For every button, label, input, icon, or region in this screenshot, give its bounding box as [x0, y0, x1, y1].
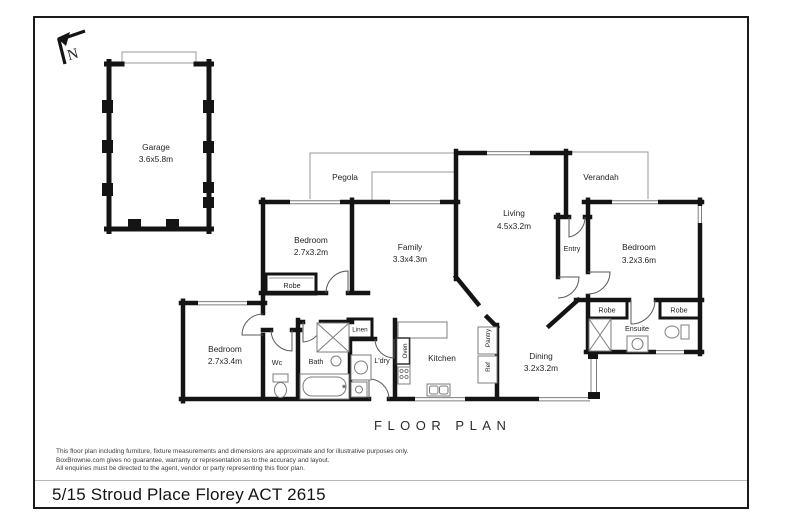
disclaimer-line-2: BoxBrownie.com gives no guarantee, warra… [56, 456, 330, 464]
kitchen-bench [397, 321, 448, 339]
address-bar: 5/15 Stroud Place Florey ACT 2615 [52, 485, 326, 504]
room-label-bedroom1: Bedroom [622, 242, 656, 252]
windows [198, 150, 704, 403]
room-label-bedroom3: Bedroom [208, 344, 242, 354]
dining-door [557, 276, 580, 299]
robe2-bed1-box [658, 298, 702, 320]
bedroom2-door [325, 270, 349, 294]
wc-door [270, 329, 293, 352]
room-label-entry: Entry [564, 244, 581, 253]
fridge-box [477, 355, 498, 384]
room-dims-family: 3.3x4.3m [393, 254, 427, 264]
ensuite-fixtures [588, 318, 690, 353]
verandah-outline [568, 151, 649, 201]
disclaimer-block: This floor plan including furniture, fix… [56, 448, 409, 474]
wc-toilet-tank [272, 373, 289, 383]
room-labels: Bedroom 2.7x3.2m Family 3.3x4.3m Living … [208, 208, 656, 373]
disclaimer-line-3: All enquiries must be directed to the ag… [56, 465, 305, 473]
bedroom3-door [241, 313, 264, 336]
oven-box [395, 337, 411, 365]
garage-piers [102, 100, 214, 230]
room-label-garage: Garage [142, 142, 170, 152]
kitchen-fixtures [395, 321, 498, 397]
ensuite-toilet-bowl [664, 325, 680, 339]
room-dims-living: 4.5x3.2m [497, 221, 531, 231]
garage: Garage 3.6x5.8m [102, 51, 214, 234]
room-dims-garage: 3.6x5.8m [139, 154, 173, 164]
room-dims-dining: 3.2x3.2m [524, 363, 558, 373]
entry-door [568, 216, 586, 238]
room-label-verandah: Verandah [583, 172, 619, 182]
bathroom-fixtures [272, 322, 372, 400]
room-label-wc: Wc [272, 358, 283, 367]
room-label-pantry: Pantry [485, 328, 492, 347]
room-label-robe2-bed1: Robe [670, 306, 687, 315]
room-dims-bedroom1: 3.2x3.6m [622, 255, 656, 265]
ensuite-toilet-tank [680, 324, 690, 340]
house-walls [178, 148, 705, 404]
room-dims-bedroom2: 2.7x3.2m [294, 247, 328, 257]
room-label-family: Family [398, 242, 423, 252]
floor-plan-title: FLOOR PLAN [374, 418, 512, 433]
bath-basin [330, 355, 342, 367]
room-label-bedroom2: Bedroom [294, 235, 328, 245]
robe1-bed1-box [586, 298, 629, 320]
room-label-laundry: L'dry [374, 356, 390, 365]
room-label-ensuite: Ensuite [625, 324, 649, 333]
room-label-bath: Bath [309, 357, 324, 366]
robe-bed2-box [264, 272, 318, 296]
page-border [33, 16, 749, 509]
pantry-box [477, 326, 498, 355]
north-label: N [66, 46, 81, 64]
north-arrow-icon: N [57, 29, 86, 65]
bedroom1-door [587, 271, 611, 295]
cooktop [397, 366, 411, 385]
outdoor-outlines [309, 151, 649, 202]
room-label-robe1-bed1: Robe [598, 306, 615, 315]
ensuite-basin [631, 338, 644, 350]
room-label-kitchen: Kitchen [428, 353, 456, 363]
pergola-outline [309, 152, 455, 202]
room-dims-bedroom3: 2.7x3.4m [208, 356, 242, 366]
room-label-living: Living [503, 208, 525, 218]
room-label-linen: Linen [352, 327, 368, 334]
storage [264, 272, 702, 340]
address-divider [35, 480, 747, 481]
room-label-pergola: Pegola [332, 172, 358, 182]
disclaimer-line-1: This floor plan including furniture, fix… [56, 448, 409, 455]
garage-door [121, 51, 197, 64]
room-label-robe-bed2: Robe [283, 281, 300, 290]
dining-east-window [588, 352, 600, 399]
wc-toilet-bowl [274, 382, 287, 398]
ensuite-door [630, 299, 656, 325]
room-label-dining: Dining [529, 351, 553, 361]
room-label-oven: Oven [402, 343, 409, 359]
laundry-door [374, 338, 395, 359]
room-label-fridge: Ref [485, 362, 492, 372]
laundry-external-door [368, 378, 390, 400]
